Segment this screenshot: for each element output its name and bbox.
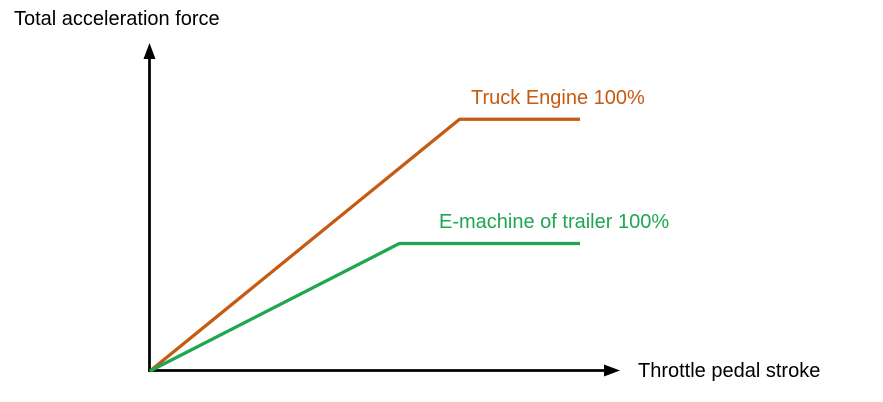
y-axis-arrow-icon <box>143 43 156 59</box>
series-label-truck-engine: Truck Engine 100% <box>471 87 645 109</box>
axes <box>143 43 620 377</box>
y-axis-title: Total acceleration force <box>14 8 220 30</box>
series-lines <box>148 117 580 373</box>
x-axis-title: Throttle pedal stroke <box>638 360 821 382</box>
x-axis-arrow-icon <box>604 364 620 377</box>
series-label-e-machine-of-trailer: E-machine of trailer 100% <box>439 211 670 233</box>
series-line-0 <box>148 117 580 373</box>
series-line-1 <box>149 241 580 373</box>
